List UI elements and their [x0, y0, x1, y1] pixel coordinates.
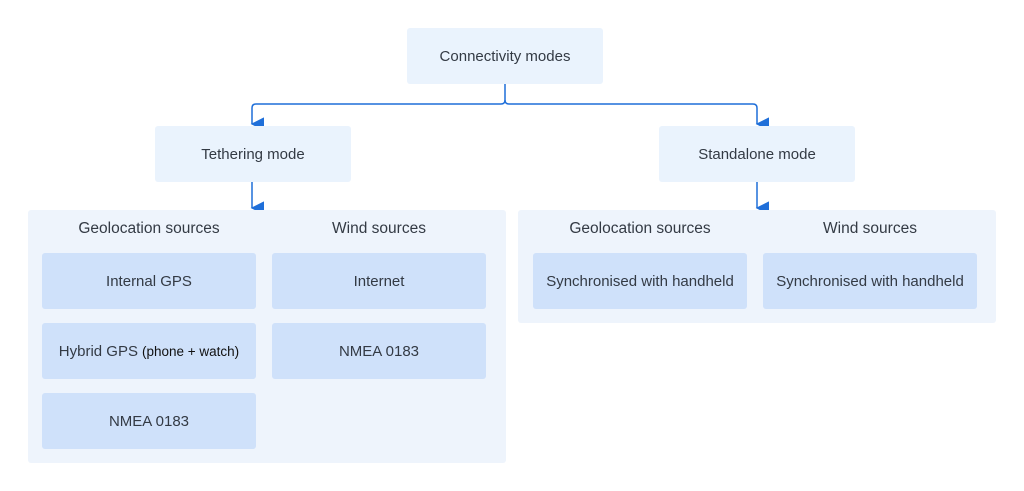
source-detail: (phone + watch)	[142, 343, 240, 359]
source-cell-synchronised-wind: Synchronised with handheld	[763, 253, 977, 309]
column-header-label: Wind sources	[823, 220, 917, 237]
standalone-geolocation-header: Geolocation sources	[533, 217, 747, 241]
source-label: NMEA 0183	[338, 342, 420, 360]
mode-node-tethering: Tethering mode	[155, 126, 351, 182]
source-label: Internal GPS	[106, 272, 192, 290]
source-label: Internet	[353, 272, 405, 290]
connector-root-to-tethering	[250, 84, 506, 131]
source-label: Synchronised with handheld	[546, 272, 734, 290]
source-cell-internal-gps: Internal GPS	[42, 253, 256, 309]
source-cell-nmea-geolocation: NMEA 0183	[42, 393, 256, 449]
source-label: Hybrid GPS	[58, 342, 138, 360]
standalone-wind-header: Wind sources	[763, 217, 977, 241]
tethering-wind-header: Wind sources	[272, 217, 486, 241]
source-cell-hybrid-gps: Hybrid GPS (phone + watch)	[42, 323, 256, 379]
connector-root-to-standalone	[504, 99, 770, 131]
tethering-geolocation-header: Geolocation sources	[42, 217, 256, 241]
column-header-label: Geolocation sources	[569, 220, 711, 237]
source-cell-internet: Internet	[272, 253, 486, 309]
source-cell-synchronised-geolocation: Synchronised with handheld	[533, 253, 747, 309]
mode-node-standalone: Standalone mode	[659, 126, 855, 182]
column-header-label: Wind sources	[332, 220, 426, 237]
root-node-label: Connectivity modes	[439, 47, 571, 65]
source-label: NMEA 0183	[108, 412, 190, 430]
root-node-connectivity-modes: Connectivity modes	[407, 28, 603, 84]
mode-node-label: Standalone mode	[698, 145, 816, 163]
source-label: Synchronised with handheld	[776, 272, 964, 290]
column-header-label: Geolocation sources	[78, 220, 220, 237]
source-cell-nmea-wind: NMEA 0183	[272, 323, 486, 379]
mode-node-label: Tethering mode	[201, 145, 305, 163]
